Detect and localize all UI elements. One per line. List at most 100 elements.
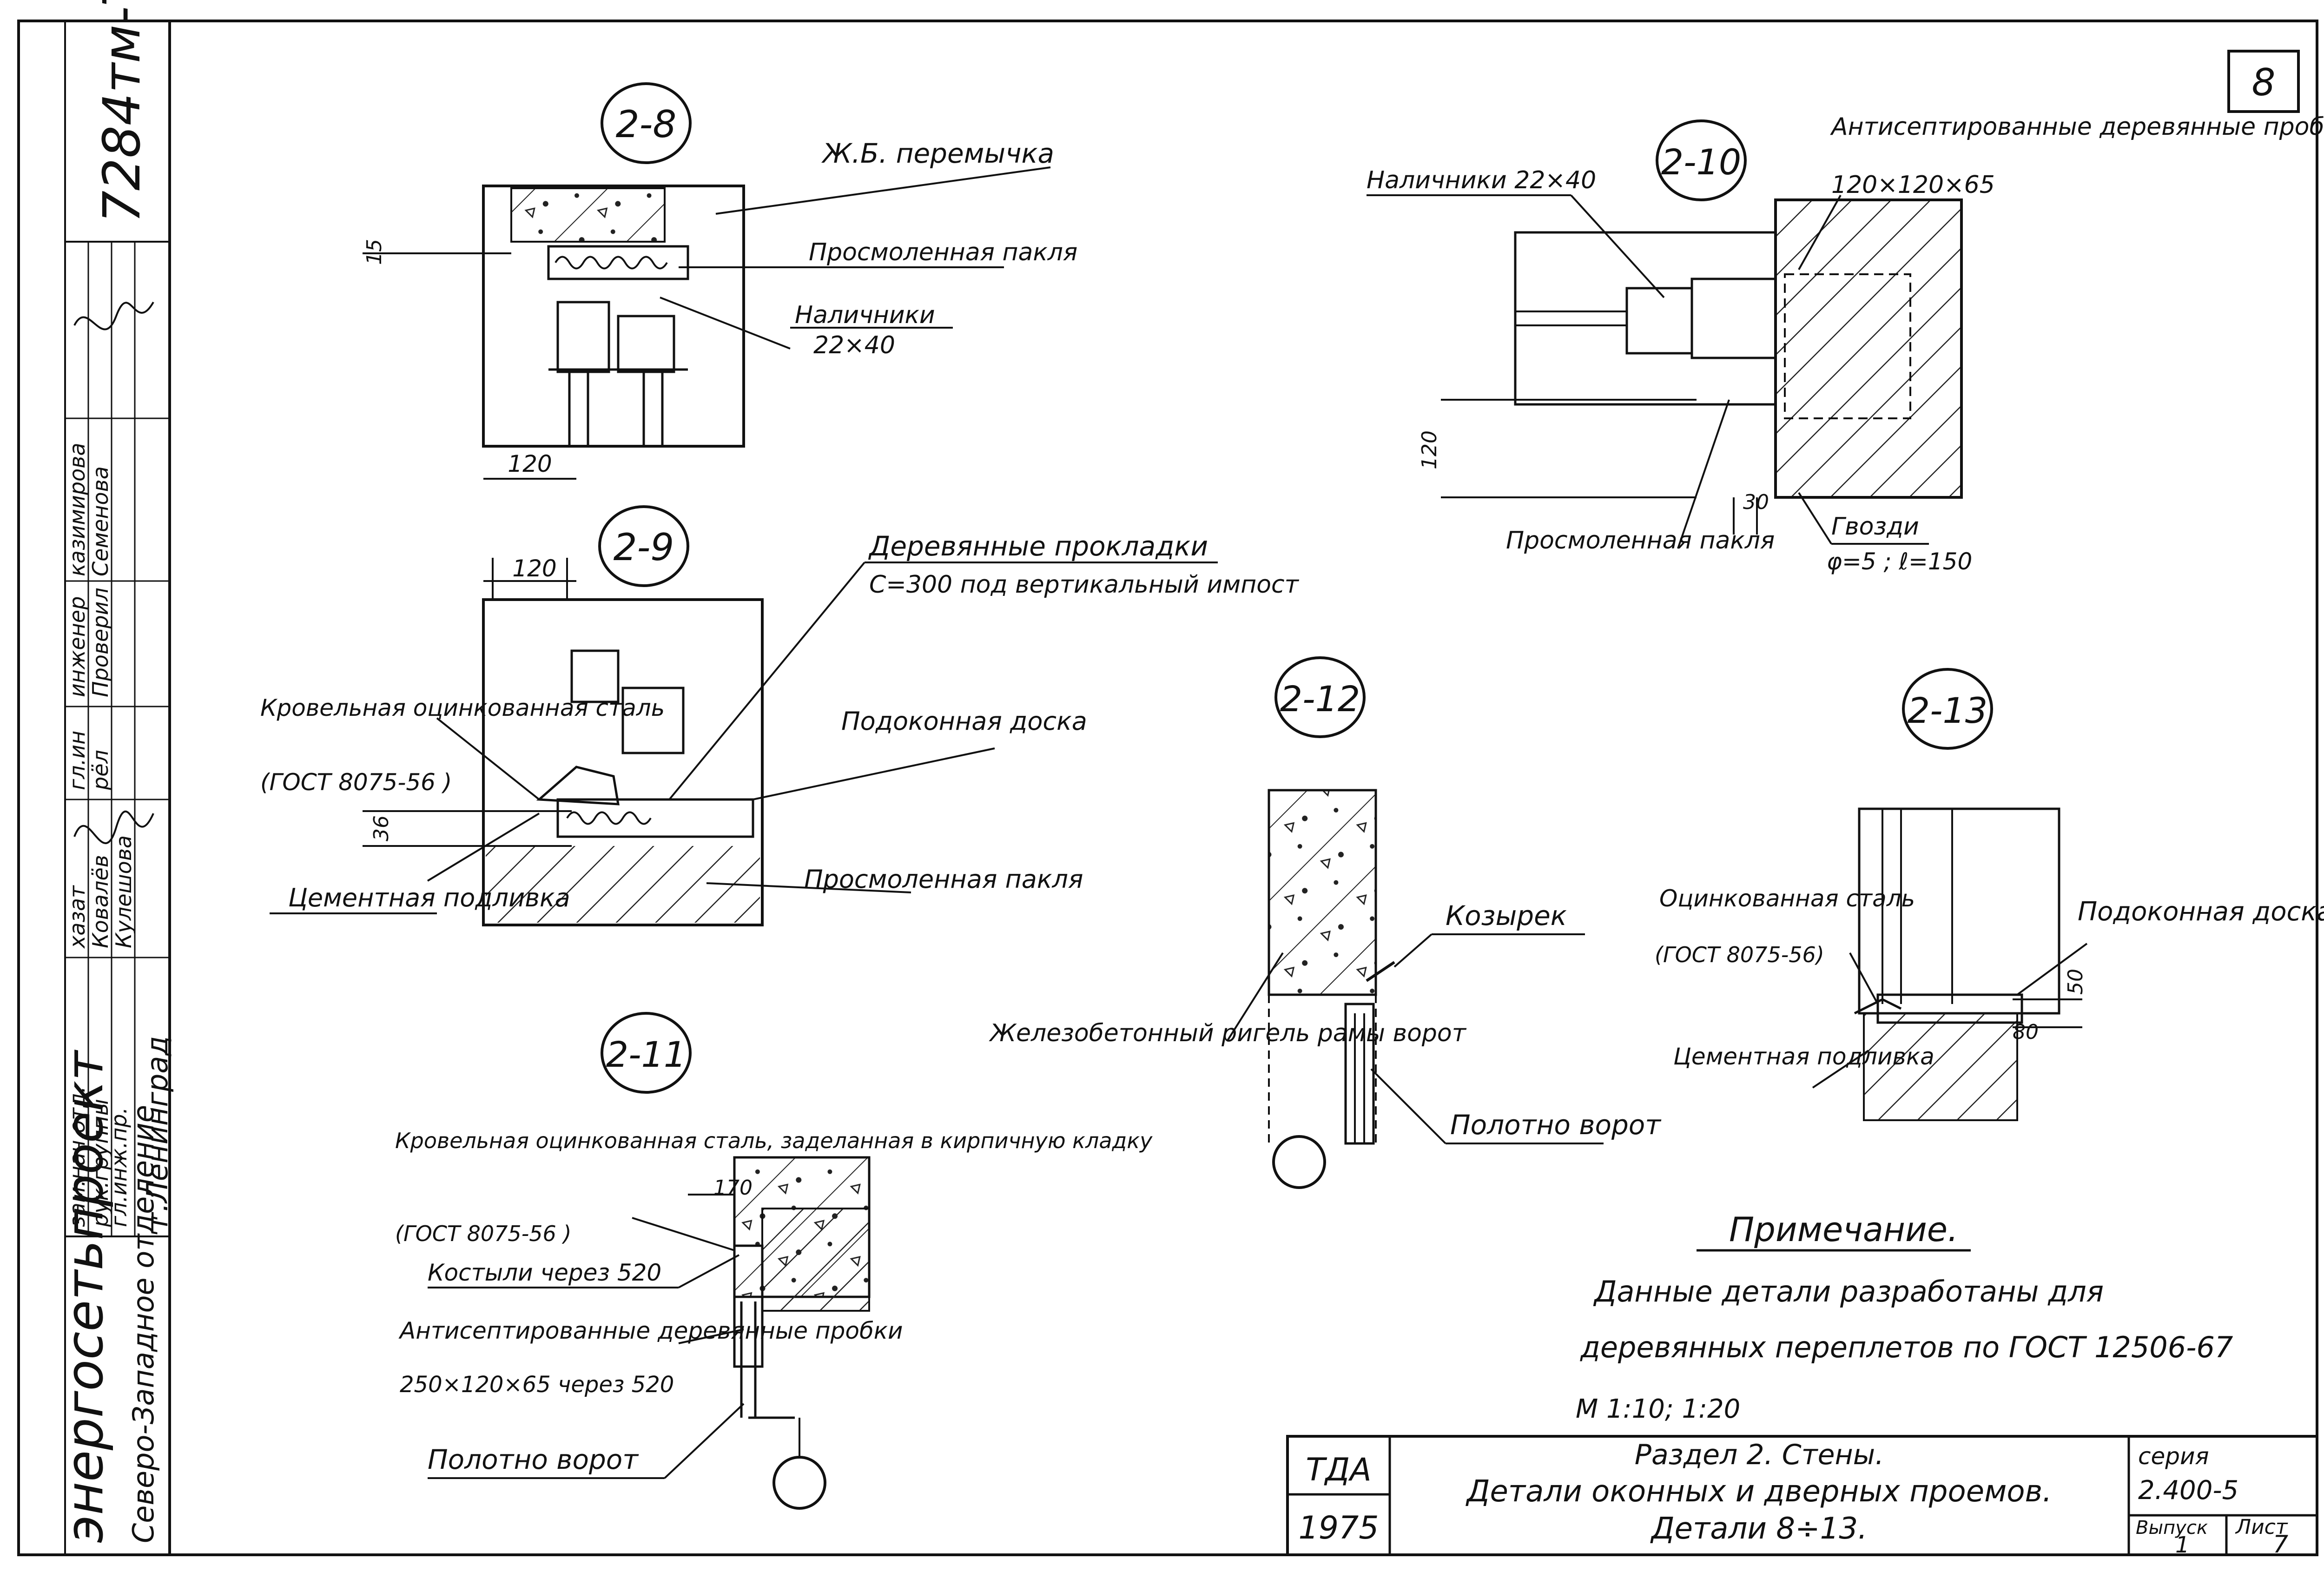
stamp-role-5: инженер [65, 596, 90, 697]
sheet-label: Лист [2235, 1515, 2288, 1539]
note-line-2: деревянных переплетов по ГОСТ 12506-67 [1580, 1330, 2233, 1364]
series-value: 2.400-5 [2138, 1475, 2238, 1506]
dim-height: 36 [370, 815, 393, 841]
opening-outline [1514, 231, 1777, 406]
stamp-name-6: Семенова [88, 466, 113, 576]
label-cement: Цементная подливка [1673, 1043, 1934, 1070]
frame-member [621, 687, 685, 754]
stamp-dept: Северо-Западное отделение [126, 1105, 160, 1543]
detail-id: 2-9 [614, 526, 674, 569]
label-pads: Деревянные прокладки [868, 530, 1208, 562]
sheet-value: 7 [2273, 1531, 2288, 1559]
note-line-1: Данные детали разработаны для [1593, 1275, 2104, 1308]
note-title: Примечание. [1729, 1210, 1958, 1249]
label-plugs: Антисептированные деревянные пробки [1830, 113, 2324, 141]
label-crutches: Костыли через 520 [428, 1259, 661, 1286]
stamp-role-4: гл.ин [65, 731, 90, 790]
dim-width: 170 [713, 1176, 753, 1200]
gate-frame [733, 1244, 764, 1368]
label-tow: Просмоленная пакля [1506, 527, 1775, 555]
opening-outline [482, 185, 745, 448]
stamp-role-2: гл.инж.пр. [106, 1107, 132, 1227]
stamp-name-3: хазат [65, 885, 90, 949]
sill-board [556, 798, 754, 838]
detail-2-10: 2-10 120 30 Антисептированные деревянные… [1367, 113, 2324, 575]
label-visor: Козырек [1446, 900, 1567, 931]
label-roof-steel-gost: (ГОСТ 8075-56 ) [260, 769, 452, 796]
stamp-city: г.Ленинград [140, 1036, 174, 1227]
page-number: 8 [2252, 61, 2276, 104]
detail-bubble [598, 505, 689, 587]
frame-member [1625, 287, 1693, 355]
axis-marker [1272, 1135, 1326, 1189]
title-block: ТДА 1975 Раздел 2. Стены. Детали оконных… [1286, 1435, 2318, 1559]
page-number-box: 8 [2227, 50, 2300, 113]
trim [1690, 277, 1777, 359]
stamp-name-2: Ковалёв [88, 855, 113, 948]
detail-bubble [1274, 656, 1366, 738]
label-trim-size: 22×40 [813, 331, 895, 359]
label-trim: Наличники [795, 301, 935, 329]
stamp-name-1: Кулешова [111, 835, 136, 948]
detail-id: 2-8 [616, 103, 677, 146]
sash-member [617, 315, 675, 373]
label-roof-steel-gost: (ГОСТ 8075-56 ) [395, 1221, 571, 1246]
label-nails-spec: φ=5 ; ℓ=150 [1827, 548, 1972, 575]
dim-width: 80 [2013, 1020, 2039, 1044]
girder-section [1268, 789, 1377, 996]
label-plugs-size: 120×120×65 [1831, 171, 1995, 199]
detail-2-12: 2-12 Козырек Железобетонный ригель рамы … [989, 656, 1662, 1189]
gate-leaf [1344, 1003, 1375, 1145]
wall-section [1774, 198, 1963, 499]
detail-2-11: 2-11 170 Кровельная оцинкованная сталь, … [395, 1012, 1153, 1510]
detail-bubble [601, 1012, 692, 1094]
label-sill: Подоконная доска [841, 707, 1087, 736]
sill-board [1876, 993, 2023, 1024]
title-subtitle: Детали 8÷13. [1650, 1512, 1868, 1546]
wooden-plug [1784, 273, 1911, 419]
label-steel: Оцинкованная сталь [1659, 885, 1915, 912]
label-roof-steel: Кровельная оцинкованная сталь [260, 694, 665, 721]
detail-2-9: 2-9 120 36 Деревянные прокладки С=300 по… [260, 505, 1300, 926]
note-scale: М 1:10; 1:20 [1576, 1394, 1740, 1424]
side-stamp: 7284тм-Т-9 энергосетьпроект Северо-Запад… [55, 0, 174, 1555]
signature-1 [73, 810, 154, 845]
sheet-code: 7284тм-Т-9 [92, 0, 152, 223]
issue-value: 1 [2175, 1532, 2190, 1558]
opening-outline [482, 598, 764, 926]
dim-gap: 15 [363, 239, 386, 265]
label-roof-steel: Кровельная оцинкованная сталь, заделанна… [395, 1128, 1153, 1153]
detail-2-8: 2-8 15 120 Ж.Б. перемычка Просмоленная п… [363, 82, 1077, 480]
label-tow: Просмоленная пакля [804, 865, 1083, 894]
label-sill: Подоконная доска [2078, 897, 2324, 927]
detail-id: 2-10 [1661, 141, 1741, 183]
dim-height: 120 [1418, 430, 1441, 469]
label-tow: Просмоленная пакля [809, 238, 1077, 266]
title-org: ТДА [1306, 1452, 1371, 1488]
detail-id: 2-12 [1280, 678, 1360, 720]
detail-2-13: 2-13 50 80 Оцинкованная сталь (ГОСТ 8075… [1655, 668, 2324, 1121]
label-nails: Гвозди [1831, 513, 1919, 541]
detail-id: 2-13 [1908, 690, 1987, 731]
label-leaf: Полотно ворот [428, 1444, 639, 1475]
detail-bubble [1902, 668, 1993, 750]
tow-layer [547, 245, 689, 280]
label-trim: Наличники 22×40 [1367, 166, 1596, 194]
title-main: Детали оконных и дверных проемов. [1465, 1474, 2052, 1509]
detail-bubble [1656, 119, 1747, 201]
signature-2 [73, 302, 154, 330]
stamp-role-1: рук.группы [88, 1099, 113, 1228]
stamp-name-5: Проверил [88, 588, 113, 697]
issue-label: Выпуск [2136, 1517, 2208, 1539]
dim-width: 120 [512, 555, 556, 582]
stamp-role-3: зам.нач.отд. [65, 1086, 90, 1227]
lintel-section [510, 187, 666, 243]
title-year: 1975 [1298, 1510, 1379, 1546]
detail-id: 2-11 [606, 1034, 686, 1075]
axis-marker [772, 1456, 826, 1510]
label-cement: Цементная подливка [288, 883, 570, 912]
title-section: Раздел 2. Стены. [1635, 1439, 1884, 1471]
label-steel-gost: (ГОСТ 8075-56) [1655, 942, 1824, 967]
masonry-sill [1863, 1012, 2018, 1121]
